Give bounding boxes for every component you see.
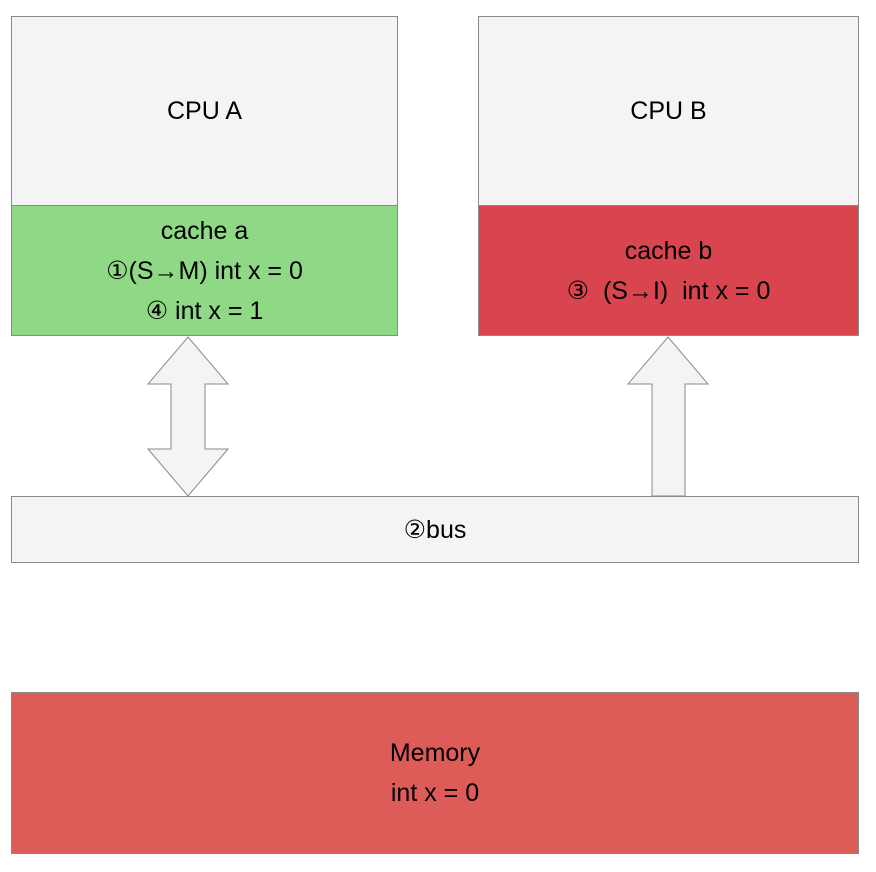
bus-box: ②bus (11, 496, 859, 563)
cpu-b-label: CPU B (630, 97, 707, 125)
cache-a-step-4: ④ int x = 1 (145, 296, 264, 325)
cpu-a-label: CPU A (166, 97, 243, 125)
cache-b-title: cache b (624, 236, 713, 265)
cpu-a-box: CPU A (11, 16, 398, 206)
memory-title: Memory (389, 739, 481, 767)
up-arrow-bus-cache-b (626, 336, 710, 497)
cache-a-box: cache a ①(S→M) int x = 0 ④ int x = 1 (11, 205, 398, 336)
memory-value: int x = 0 (390, 779, 480, 807)
double-arrow-cache-a-bus (146, 336, 230, 497)
cache-b-step-3: ③ (S→I) int x = 0 (566, 276, 771, 305)
cache-a-title: cache a (160, 216, 249, 245)
cpu-b-box: CPU B (478, 16, 859, 206)
bus-label: ②bus (403, 515, 467, 544)
cache-b-box: cache b ③ (S→I) int x = 0 (478, 205, 859, 336)
cache-a-step-1: ①(S→M) int x = 0 (106, 256, 303, 285)
memory-box: Memory int x = 0 (11, 692, 859, 854)
